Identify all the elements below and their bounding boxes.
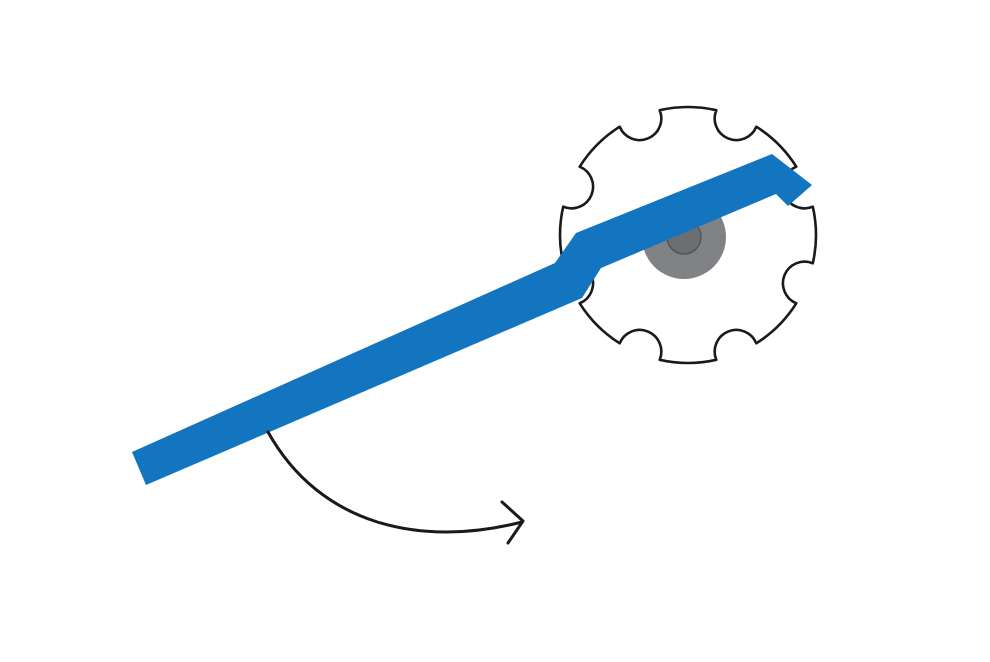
rotation-arrow-curve [266,430,524,534]
rotation-arrow [266,430,525,545]
arrow-head-icon [500,500,525,545]
lockring-wrench-tool [132,154,812,485]
